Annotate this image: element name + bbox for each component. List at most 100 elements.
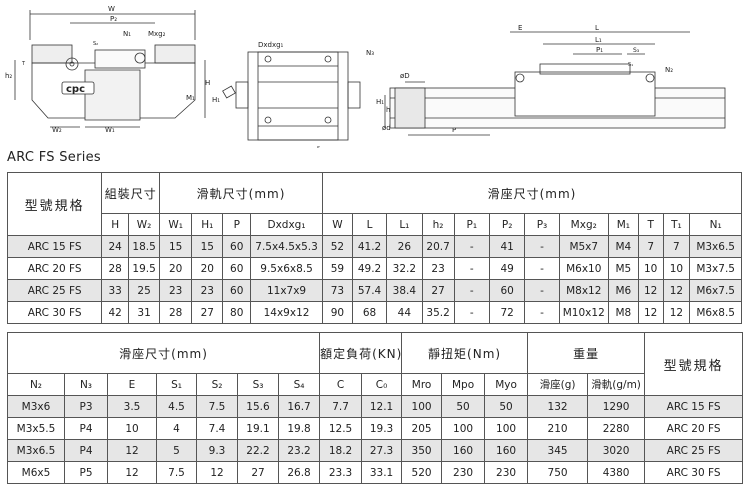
cell: 7.5 [196,395,238,418]
cell: 59 [321,257,353,280]
cell: 50 [441,395,486,418]
col-P2: P₂ [488,213,526,236]
header-rail: 滑軌尺寸(mm) [159,172,323,214]
dim-d: ød [382,124,391,132]
col-W2: W₂ [128,213,161,236]
cell: P4 [64,439,108,462]
cell: 19.5 [128,257,161,280]
cell: 80 [222,301,252,324]
cell: - [453,301,491,324]
cell: M3x5.5 [7,417,65,440]
cell: 68 [351,301,388,324]
cell: M6x5 [7,461,65,484]
cell: M5 [607,257,639,280]
cell: 19.1 [237,417,279,440]
cell-model: ARC 15 FS [6,235,103,258]
cell: 14x9x12 [250,301,323,324]
cell: 28 [159,301,193,324]
col-W: W [321,213,353,236]
col-H: H [101,213,130,236]
dim-E: E [518,24,522,32]
cell: 52 [321,235,353,258]
cell: - [524,301,560,324]
cell: 100 [441,417,486,440]
cell: M3x6.5 [7,439,65,462]
technical-drawings: W P₂ N₁ Mxg₂ S₂ h₂ T H H₁ M₁ W₂ W₁ cpc D… [5,5,726,148]
cell: 32.2 [386,257,423,280]
dim-h2: h₂ [5,72,12,80]
cell: M3x6.5 [689,235,742,258]
cell: 15 [191,235,224,258]
cell: P3 [64,395,108,418]
cell: 12 [107,461,157,484]
cell: 73 [321,279,353,302]
col-block-weight: 滑座(g) [527,373,589,396]
dim-L1: L₁ [595,36,602,44]
header-weight: 重量 [527,332,646,374]
cell: 10 [662,257,691,280]
cell: 4380 [587,461,646,484]
cell: 345 [527,439,589,462]
cell: 23 [421,257,455,280]
cell: 12 [637,279,664,302]
cell: M6x8.5 [689,301,742,324]
col-E: E [107,373,157,396]
col-P1: P₁ [453,213,491,236]
spec-table-rail-block: 型號規格 組裝尺寸 滑軌尺寸(mm) 滑座尺寸(mm) H W₂ W₁ H₁ P… [6,172,743,324]
dim-P1: P₁ [596,46,603,54]
col-S2: S₂ [196,373,238,396]
col-Myo: Myo [484,373,529,396]
cell: M4 [607,235,639,258]
dim-W1: W₁ [105,126,115,134]
col-T1: T₁ [662,213,691,236]
col-Mpo: Mpo [441,373,486,396]
dim-D: øD [400,72,410,80]
cell: 100 [484,417,529,440]
cell: 4 [156,417,197,440]
cell: M10x12 [558,301,609,324]
cell: M6 [607,279,639,302]
col-P: P [222,213,252,236]
cell: 44 [386,301,423,324]
cell: 10 [637,257,664,280]
header-block-2: 滑座尺寸(mm) [6,332,321,374]
cell: 49 [488,257,526,280]
dim-T: T [21,61,26,67]
cell: 230 [441,461,486,484]
col-rail-weight: 滑軌(g/m) [587,373,646,396]
cell: 41.2 [351,235,388,258]
cpc-logo: cpc [61,81,95,95]
cell: 27 [237,461,279,484]
dim-N2: N₂ [665,66,673,74]
dim-W: W [108,5,115,13]
cell: 19.3 [361,417,403,440]
cell: 750 [527,461,589,484]
front-view-drawing: W P₂ N₁ Mxg₂ S₂ h₂ T H H₁ M₁ W₂ W₁ cpc [5,5,220,134]
cell-model: ARC 30 FS [644,461,744,484]
dim-H1: H₁ [212,96,220,104]
col-S1: S₁ [156,373,197,396]
header-assembly: 組裝尺寸 [101,172,161,214]
cell: M8 [607,301,639,324]
col-M1: M₁ [607,213,639,236]
col-h2: h₂ [421,213,455,236]
col-N3: N₃ [64,373,108,396]
cell: 230 [484,461,529,484]
cell: P5 [64,461,108,484]
series-title: ARC FS Series [7,150,101,165]
header-model-2: 型號規格 [644,332,744,396]
cell: 27 [421,279,455,302]
cell: 12.1 [361,395,403,418]
cell: M3x6 [7,395,65,418]
cell: 41 [488,235,526,258]
cell: 50 [484,395,529,418]
col-S4: S₄ [277,373,321,396]
cell: - [524,257,560,280]
dim-P: P [452,126,456,134]
cell: 7.7 [319,395,363,418]
